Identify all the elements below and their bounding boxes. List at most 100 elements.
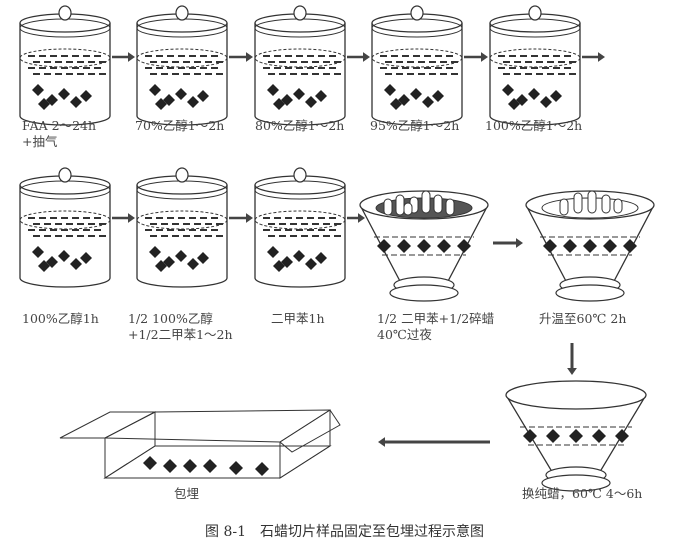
wax-crucible [359,190,489,302]
wax-piece [559,198,569,216]
wax-piece [587,190,597,214]
step-label-xylene: 二甲苯1h [271,311,325,326]
step-label-pure-wax: 换纯蜡，60℃ 4～6h [522,486,643,501]
wax-piece [613,198,623,214]
arrowhead [358,213,365,223]
tissue-sample [569,429,583,443]
tissue-sample [267,246,279,258]
step-label-faa: FAA 2～24h +抽气 [22,118,97,149]
tissue-sample [410,88,422,100]
embedded-sample [163,459,177,473]
step-label-100-ethanol-1h: 100%乙醇1h [22,311,99,326]
box-back [154,409,331,447]
lid-handle [58,5,72,21]
tissue-sample [80,252,92,264]
box-bottom [103,445,332,479]
wax-piece [573,192,583,214]
tissue-sample [377,239,391,253]
arrow [493,238,523,248]
tissue-sample [563,239,577,253]
step-label-95-ethanol: 95%乙醇1～2h [370,118,460,133]
tissue-sample [315,90,327,102]
tissue-sample [293,250,305,262]
tissue-sample [305,96,317,108]
lid-handle [528,5,542,21]
arrowhead [567,368,577,375]
tissue-sample [80,90,92,102]
tissue-sample [187,96,199,108]
tissue-sample [546,429,560,443]
wax-piece [383,198,393,216]
embedding-box [59,409,341,479]
step-label-embedding: 包埋 [174,486,200,501]
tissue-sample [149,246,161,258]
step-label-100-ethanol: 100%乙醇1～2h [485,118,583,133]
tissue-sample [422,96,434,108]
tissue-sample [417,239,431,253]
arrowhead [481,52,488,62]
beaker [19,167,111,288]
wax-piece [395,194,405,216]
tissue-sample [32,84,44,96]
tissue-sample [155,260,167,272]
arrow [112,52,135,62]
embedded-sample [183,459,197,473]
tissue-sample [384,84,396,96]
figure-caption: 图 8-1 石蜡切片样品固定至包埋过程示意图 [205,524,484,540]
beaker [254,5,346,126]
wax-piece [433,194,443,214]
tissue-sample [508,98,520,110]
arrowhead [128,52,135,62]
arrow [378,437,490,447]
tissue-sample [390,98,402,110]
wax-crucible [525,190,655,302]
box-flap-left [59,411,156,439]
box-flap-right [279,409,341,453]
lid-handle [410,5,424,21]
tissue-sample [58,88,70,100]
tissue-sample [550,90,562,102]
tissue-sample [197,90,209,102]
step-label-70-ethanol: 70%乙醇1～2h [135,118,225,133]
beaker [136,5,228,126]
tissue-sample [457,239,471,253]
step-label-xylene-wax: 1/2 二甲苯+1/2碎蜡 40℃过夜 [377,311,495,342]
beaker [19,5,111,126]
tissue-sample [155,98,167,110]
lid-handle [175,5,189,21]
tissue-sample [38,260,50,272]
tissue-sample [543,239,557,253]
lid-handle [293,5,307,21]
arrowhead [246,213,253,223]
tissue-sample [187,258,199,270]
beaker [489,5,581,126]
tissue-sample [273,98,285,110]
beaker [136,167,228,288]
wax-piece [601,194,611,214]
tissue-sample [592,429,606,443]
tissue-sample [623,239,637,253]
arrow [567,343,577,375]
wax-piece [445,198,455,216]
tissue-sample [523,429,537,443]
arrowhead [246,52,253,62]
embedded-sample [229,461,243,475]
tissue-sample [528,88,540,100]
arrow [229,213,253,223]
tissue-sample [38,98,50,110]
tissue-sample [432,90,444,102]
tissue-sample [502,84,514,96]
embedded-sample [143,456,157,470]
tissue-sample [305,258,317,270]
embedded-sample [203,459,217,473]
tissue-sample [58,250,70,262]
wax-crucible [505,380,647,492]
tissue-sample [197,252,209,264]
arrowhead [378,437,385,447]
tissue-sample [70,258,82,270]
tissue-sample [267,84,279,96]
arrow [347,213,365,223]
tissue-sample [397,239,411,253]
crucible-rim [505,380,647,410]
